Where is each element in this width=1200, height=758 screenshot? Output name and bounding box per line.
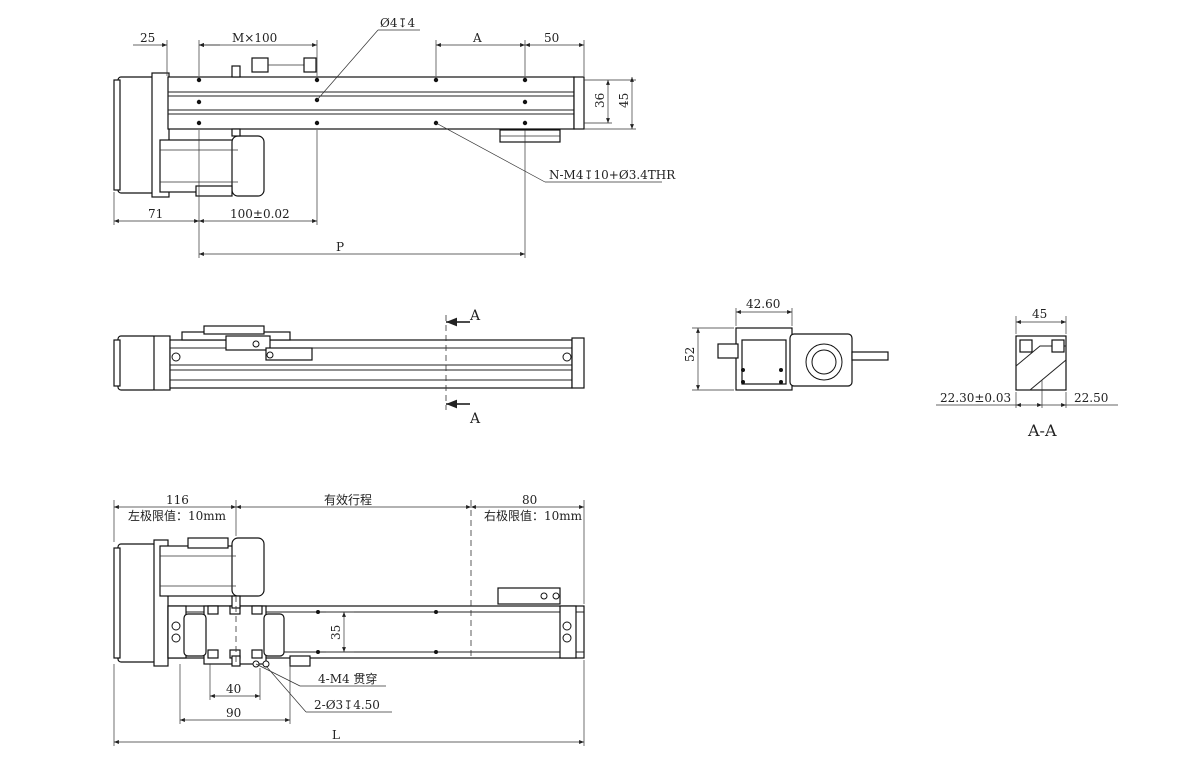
section-dim-22-50: 22.50 (1074, 391, 1108, 405)
dim-100: 100±0.02 (230, 207, 290, 221)
right-limit: 右极限值：10mm (484, 508, 583, 523)
dim-80: 80 (522, 493, 537, 507)
dim-71: 71 (148, 207, 163, 221)
section-mark-bottom: A (469, 411, 481, 427)
left-limit: 左极限值：10mm (128, 508, 227, 523)
dim-116: 116 (166, 493, 189, 507)
dim-45-top: 45 (617, 93, 631, 108)
dim-90: 90 (226, 706, 241, 720)
side-view: A A (113, 308, 585, 427)
dim-p: P (336, 240, 344, 254)
dim-36: 36 (593, 93, 607, 108)
dim-hole: Ø4↧4 (380, 16, 416, 30)
dim-l: L (332, 728, 340, 742)
dim-52: 52 (683, 347, 697, 362)
end-view: 42.60 52 (683, 297, 889, 391)
section-title: A-A (1027, 421, 1057, 440)
top-view: 25 M×100 A 50 Ø4↧4 36 45 N-M4↧10+Ø3.4THR… (113, 16, 676, 258)
bottom-view: 35 116 左极限值：10mm 有效行程 80 右极限值：10mm 40 90… (113, 492, 585, 746)
dim-40: 40 (226, 682, 241, 696)
dim-42-60: 42.60 (746, 297, 780, 311)
dim-35: 35 (329, 625, 343, 640)
dim-a-top: A (472, 31, 482, 45)
note-pin: 2-Ø3↧4.50 (314, 698, 380, 712)
dim-n-holes: N-M4↧10+Ø3.4THR (549, 168, 676, 182)
section-dim-45: 45 (1032, 307, 1047, 321)
note-m4: 4-M4 贯穿 (318, 671, 377, 686)
section-mark-top: A (469, 308, 481, 324)
dim-m100: M×100 (232, 31, 277, 45)
dim-25: 25 (140, 31, 155, 45)
section-dim-22-30: 22.30±0.03 (940, 391, 1011, 405)
stroke-label: 有效行程 (324, 492, 372, 507)
dim-50: 50 (544, 31, 559, 45)
section-view: 45 22.30±0.03 22.50 A-A (936, 307, 1118, 440)
